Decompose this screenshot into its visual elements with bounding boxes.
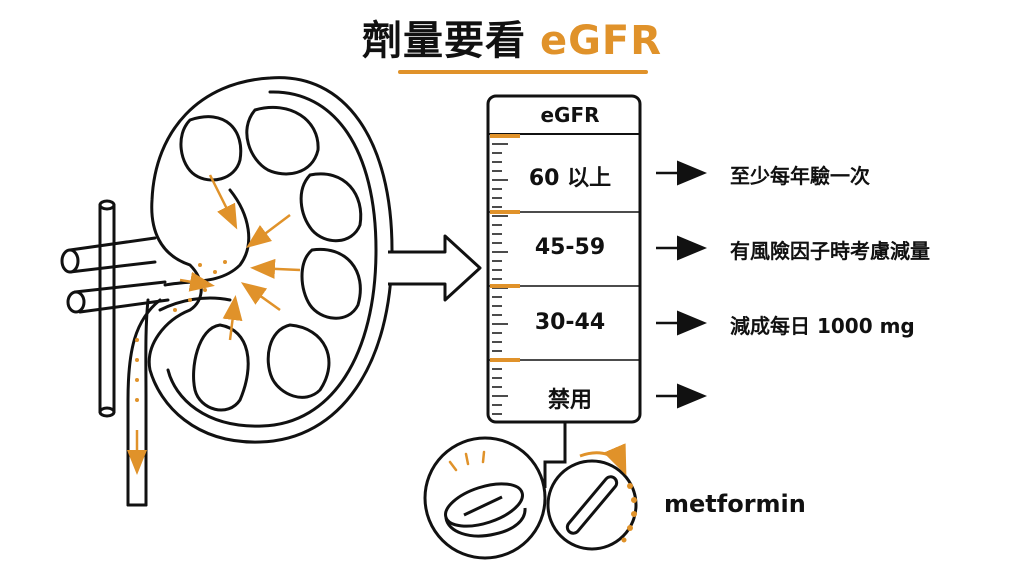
big-arrow-icon: [388, 234, 482, 302]
kidney-illustration: [60, 76, 394, 507]
scale-row-range: 60 以上: [528, 166, 612, 191]
scale-row-note: 至少每年驗一次: [730, 164, 870, 188]
drug-label: metformin: [664, 490, 806, 518]
title-accent: eGFR: [539, 18, 663, 64]
scale-row-note: 有風險因子時考慮減量: [730, 239, 930, 263]
scale-row-range: 30-44: [534, 310, 606, 335]
scale-row-range: 45-59: [534, 235, 606, 260]
page-title: 劑量要看 eGFR: [300, 8, 724, 66]
capsule-icon: [546, 443, 638, 551]
scale-row-note: 減成每日 1000 mg: [730, 314, 915, 338]
scale-header: eGFR: [540, 103, 600, 127]
scale-row-range: 禁用: [547, 388, 592, 413]
tablet-icon: [423, 436, 547, 560]
title-main: 劑量要看: [361, 18, 526, 64]
row-arrows: [656, 160, 707, 409]
connector-line: [543, 422, 567, 488]
filtration-flow: [127, 174, 301, 475]
